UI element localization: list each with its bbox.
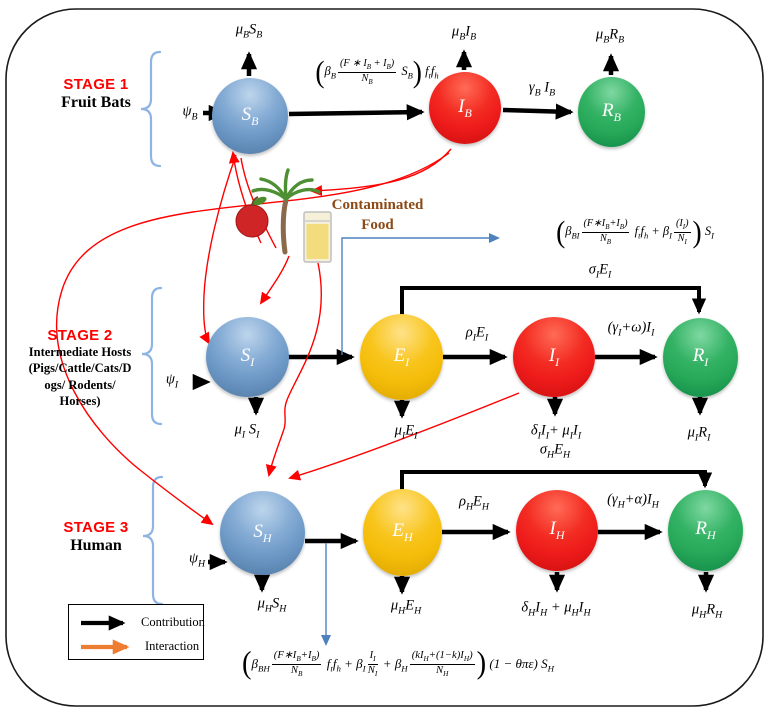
node-s-b: SB bbox=[212, 78, 288, 154]
stage3-label: STAGE 3 Human bbox=[30, 519, 162, 555]
stage3-title: STAGE 3 bbox=[63, 519, 129, 536]
node-i-h: IH bbox=[516, 490, 598, 571]
node-e-h: EH bbox=[363, 489, 442, 576]
label-mu-h-s-h: μHSH bbox=[257, 595, 287, 615]
stage3-bracket bbox=[142, 475, 164, 606]
stage2-subtitle-line3: ogs/ Rodents/ bbox=[44, 377, 116, 392]
label-mu-b-r-b: μBRB bbox=[595, 26, 625, 46]
palm-tree-icon bbox=[251, 168, 321, 255]
label-sigma-i-e-i: σIEI bbox=[588, 261, 612, 281]
curve-food-sh bbox=[265, 262, 323, 477]
juice-glass-icon bbox=[303, 211, 332, 263]
food-label-line2: Food bbox=[361, 216, 394, 233]
label-mu-i-r-i: μIRI bbox=[687, 424, 711, 444]
contribution-arrow-icon bbox=[81, 615, 126, 631]
formula-bat-infection: (βB(F ∗ IB + IB)NB SB) ftfh bbox=[315, 54, 439, 89]
arrow-ei-ri-bypass bbox=[400, 286, 707, 315]
label-gamma-omega-i-i: (γI+ω)II bbox=[607, 319, 655, 339]
legend-interaction-label: Interaction bbox=[145, 639, 200, 653]
stage2-subtitle-line4: Horses) bbox=[59, 393, 101, 408]
label-mu-b-i-b: μBIB bbox=[451, 23, 477, 43]
label-mu-b-s-b: μBSB bbox=[235, 21, 263, 41]
arrow-ib-rb bbox=[502, 103, 574, 120]
label-delta-h: δHIH + μHIH bbox=[521, 599, 591, 619]
stage2-subtitle-line2: (Pigs/Cattle/Cats/D bbox=[28, 361, 132, 376]
stage2-label: STAGE 2 Intermediate Hosts (Pigs/Cattle/… bbox=[10, 327, 150, 409]
label-psi-h: ψH bbox=[188, 550, 206, 570]
node-s-h: SH bbox=[220, 491, 305, 575]
legend-box: Contribution Interaction bbox=[68, 604, 205, 660]
food-label-line1: Contaminated bbox=[331, 197, 424, 213]
curve-sb-si bbox=[199, 154, 237, 345]
stage1-title: STAGE 1 bbox=[63, 76, 129, 93]
food-icons bbox=[235, 168, 332, 263]
curve-food-si bbox=[259, 255, 290, 305]
contribution-arrows bbox=[192, 49, 715, 595]
stage1-bracket bbox=[140, 50, 162, 168]
label-rho-h-e-h: ρHEH bbox=[458, 493, 490, 513]
arrow-sb-ib bbox=[288, 104, 425, 121]
label-mu-h-e-h: μHEH bbox=[390, 597, 422, 617]
node-r-i: RI bbox=[663, 318, 738, 397]
node-s-i: SI bbox=[206, 317, 289, 397]
label-mu-i-s-i: μI SI bbox=[234, 421, 260, 441]
formula-pointer-lines bbox=[321, 233, 500, 646]
stage1-label: STAGE 1 Fruit Bats bbox=[30, 76, 162, 112]
arrow-eh-rh-bypass bbox=[400, 470, 713, 492]
curve-ib-sh-long bbox=[56, 152, 450, 526]
legend-contribution-row: Contribution bbox=[69, 611, 205, 635]
stage-brackets bbox=[140, 50, 164, 606]
node-i-b: IB bbox=[429, 72, 501, 144]
legend-contribution-label: Contribution bbox=[141, 615, 205, 629]
stage1-subtitle: Fruit Bats bbox=[61, 94, 131, 111]
pointer-intermediate-formula bbox=[341, 233, 500, 355]
node-e-i: EI bbox=[360, 314, 443, 400]
label-gamma-alpha-i-h: (γH+α)IH bbox=[607, 491, 659, 511]
stage3-subtitle: Human bbox=[70, 537, 122, 554]
outer-border bbox=[5, 8, 764, 707]
node-i-i: II bbox=[513, 317, 595, 397]
label-psi-i: ψI bbox=[165, 371, 179, 391]
contaminated-food-label: Contaminated Food bbox=[325, 196, 430, 235]
label-gamma-b-i-b: γB IB bbox=[528, 79, 556, 99]
curve-ii-sh bbox=[288, 392, 520, 481]
label-mu-h-r-h: μHRH bbox=[691, 601, 723, 621]
legend-interaction-row: Interaction bbox=[69, 635, 203, 659]
interaction-arrow-icon bbox=[81, 639, 130, 655]
node-r-h: RH bbox=[668, 490, 743, 571]
formula-intermediate-infection: (βBI(F∗IB+IB)NB ftfh + βI(II)NI) SI bbox=[556, 214, 714, 249]
apple-icon bbox=[235, 196, 269, 238]
stage2-bracket bbox=[141, 286, 163, 426]
label-psi-b: ψB bbox=[182, 103, 198, 123]
stage2-subtitle-line1: Intermediate Hosts bbox=[28, 345, 132, 359]
node-r-b: RB bbox=[578, 77, 645, 147]
label-sigma-h-e-h: σHEH bbox=[539, 441, 571, 461]
label-rho-i-e-i: ρIEI bbox=[465, 324, 489, 344]
label-delta-i: δIII+ μIII bbox=[530, 422, 582, 442]
stage2-title: STAGE 2 bbox=[47, 327, 113, 344]
label-mu-i-e-i: μIEI bbox=[394, 422, 418, 442]
